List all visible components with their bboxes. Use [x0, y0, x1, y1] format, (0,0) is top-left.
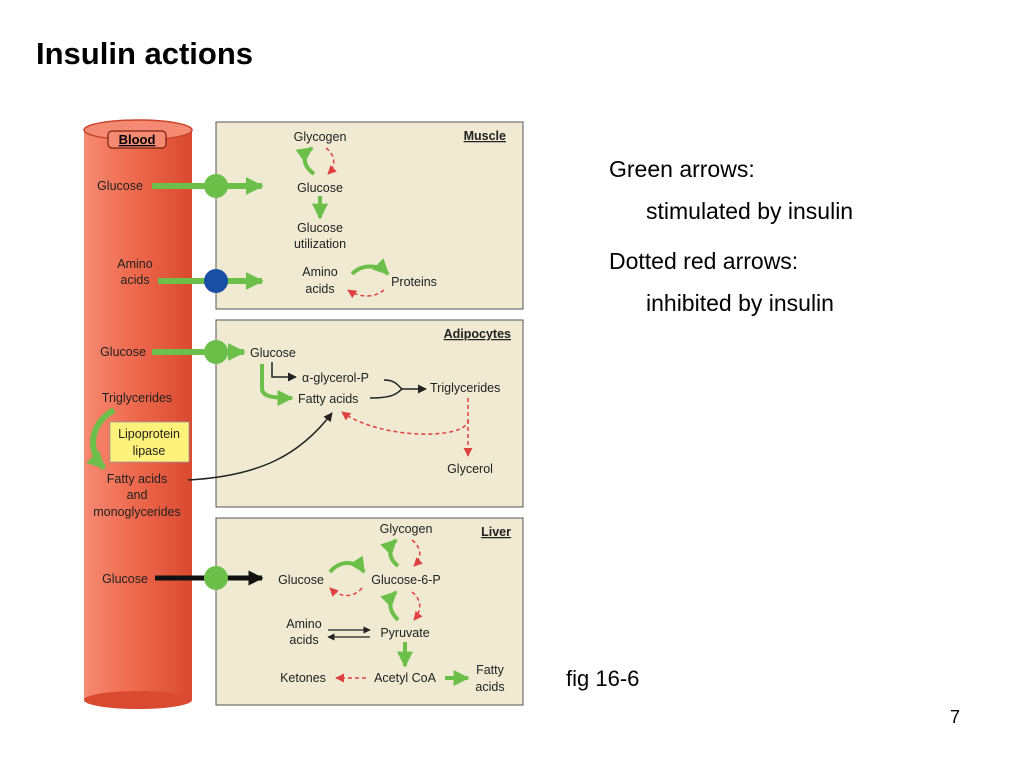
adipocyte-glucose-transporter-dot [204, 340, 228, 364]
figure-caption: fig 16-6 [566, 666, 640, 691]
legend-red-text: inhibited by insulin [646, 290, 834, 316]
muscle-protein-breakdown-arrow [347, 289, 385, 299]
liver-title: Liver [481, 525, 511, 539]
liver-g6p: Glucose-6-P [371, 573, 440, 587]
adipocytes-glycerol: Glycerol [447, 462, 493, 476]
lipoprotein-lipase-box [109, 421, 190, 463]
liver-glycogen: Glycogen [380, 522, 433, 536]
lipase-label-1: Lipoprotein [118, 427, 180, 441]
slide-title: Insulin actions [36, 36, 254, 71]
muscle-proteins: Proteins [391, 275, 437, 289]
liver-fatty-acids-1: Fatty [476, 663, 505, 677]
muscle-panel [215, 121, 524, 310]
lipase-label-2: lipase [133, 444, 166, 458]
muscle-glycogenesis-arrow [295, 146, 316, 176]
adipocytes-title: Adipocytes [444, 327, 511, 341]
blood-fatty-acids-3: monoglycerides [93, 505, 181, 519]
adipocytes-glycerol-p: α-glycerol-P [302, 371, 369, 385]
adipocyte-lipogenesis-arrow [260, 364, 294, 406]
muscle-amino-1: Amino [302, 265, 337, 279]
legend-red-heading: Dotted red arrows: [609, 248, 799, 274]
blood-fatty-acids-2: and [127, 488, 148, 502]
liver-ketones: Ketones [280, 671, 326, 685]
blood-triglycerides: Triglycerides [102, 391, 172, 405]
adipocyte-lipolysis-fa-arrow [341, 398, 469, 435]
legend-green-text: stimulated by insulin [646, 198, 854, 224]
page-number: 7 [950, 707, 961, 727]
muscle-amino-transporter-dot [204, 269, 228, 293]
liver-acetyl-coa: Acetyl CoA [374, 671, 436, 685]
liver-glucose: Glucose [278, 573, 324, 587]
muscle-glycogenolysis-arrow [325, 147, 337, 175]
liver-glycogenesis-arrow [380, 538, 400, 568]
liver-amino-2: acids [289, 633, 318, 647]
muscle-glucose-transporter-dot [204, 174, 228, 198]
adipocytes-glucose: Glucose [250, 346, 296, 360]
blood-glucose-2: Glucose [100, 345, 146, 359]
liver-gluconeogenesis-arrow [411, 591, 423, 621]
blood-glucose-3: Glucose [102, 572, 148, 586]
liver-glucose-release-arrow [329, 587, 363, 597]
blood-glucose-1: Glucose [97, 179, 143, 193]
liver-glucose-phosphorylation-arrow [328, 555, 366, 574]
adipocyte-glycerol-p-arrow [271, 362, 297, 382]
liver-glucose-transporter-dot [204, 566, 228, 590]
blood-label: Blood [119, 132, 156, 147]
adipocytes-fatty-acids: Fatty acids [298, 392, 358, 406]
blood-amino-1: Amino [117, 257, 152, 271]
blood-amino-2: acids [120, 273, 149, 287]
liver-pyruvate: Pyruvate [380, 626, 429, 640]
muscle-utilization-1: Glucose [297, 221, 343, 235]
muscle-amino-2: acids [305, 282, 334, 296]
muscle-protein-synthesis-arrow [350, 258, 390, 276]
liver-amino-1: Amino [286, 617, 321, 631]
liver-glycogenolysis-arrow [411, 539, 423, 567]
muscle-glucose: Glucose [297, 181, 343, 195]
blood-fatty-acids-1: Fatty acids [107, 472, 167, 486]
legend-green-heading: Green arrows: [609, 156, 755, 182]
muscle-title: Muscle [464, 129, 506, 143]
liver-fatty-acids-2: acids [475, 680, 504, 694]
liver-glycolysis-arrow [380, 590, 400, 622]
fatty-acids-uptake-arrow [187, 412, 333, 481]
lipase-green-arrow [86, 407, 116, 471]
muscle-utilization-2: utilization [294, 237, 346, 251]
liver-panel [215, 517, 524, 706]
muscle-glycogen: Glycogen [294, 130, 347, 144]
adipocytes-panel [215, 319, 524, 508]
adipocytes-triglycerides: Triglycerides [430, 381, 500, 395]
blood-vessel: Blood [83, 119, 193, 709]
